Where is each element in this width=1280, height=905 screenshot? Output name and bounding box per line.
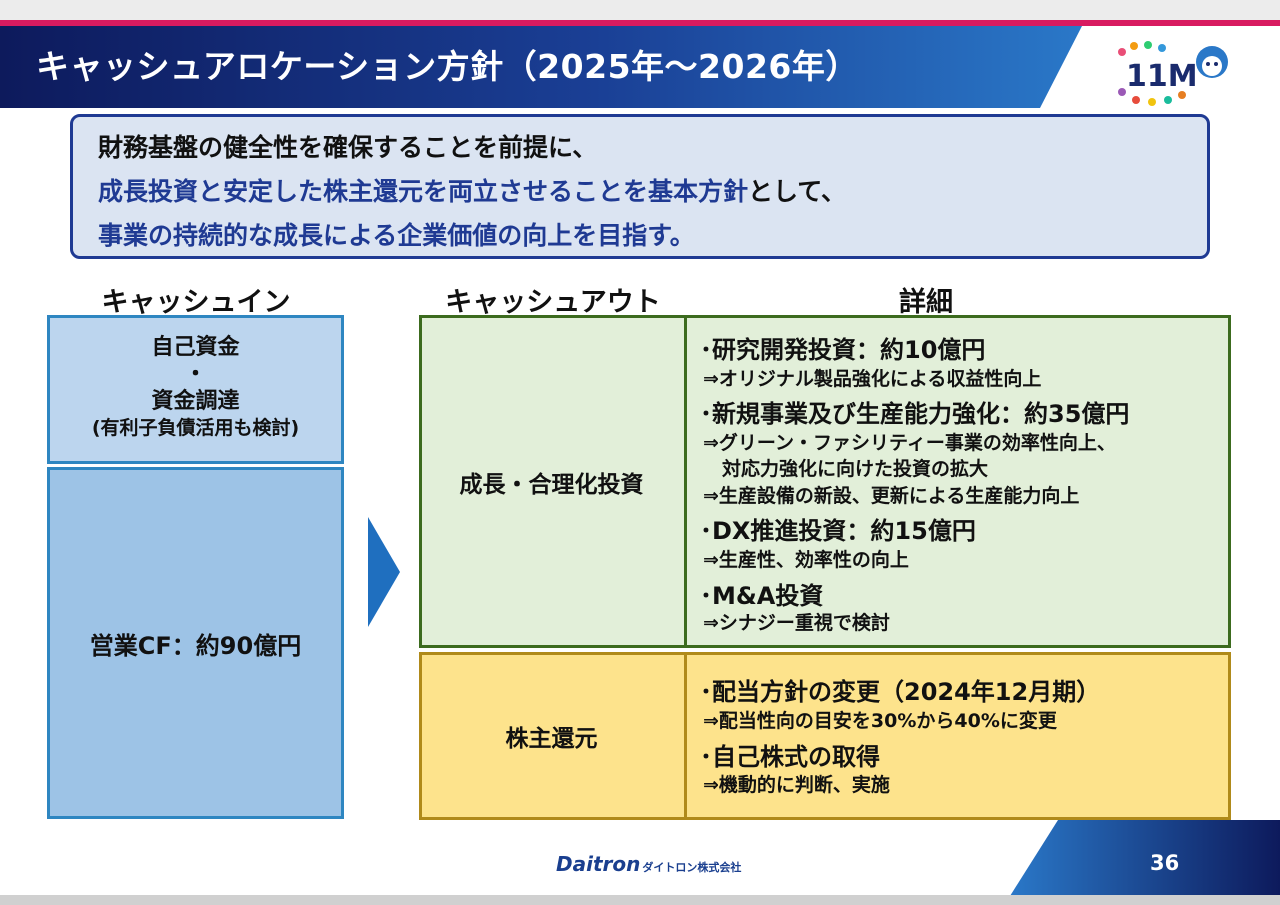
growth-item-detail: ⇒生産設備の新設、更新による生産能力向上 (703, 485, 1080, 507)
logo-text: 11M (1126, 59, 1198, 94)
growth-item-heading: ･DX推進投資：約15億円 (700, 517, 976, 545)
growth-item-detail: ⇒オリジナル製品強化による収益性向上 (703, 368, 1042, 390)
page-title: キャッシュアロケーション方針（2025年～2026年） (36, 47, 859, 86)
shareholder-item-detail: ⇒配当性向の目安を30%から40%に変更 (703, 710, 1057, 732)
title-bar (0, 26, 1082, 108)
growth-item-detail: ⇒シナジー重視で検討 (703, 612, 890, 634)
shareholder-divider (684, 652, 687, 820)
separator-dot: ・ (184, 362, 207, 387)
own-funds-label: 自己資金 (151, 335, 240, 360)
growth-divider (684, 315, 687, 648)
growth-item-detail: ⇒生産性、効率性の向上 (703, 549, 909, 571)
growth-item-heading: ･研究開発投資：約10億円 (700, 336, 986, 364)
operating-cf-box: 営業CF：約90億円 (47, 467, 344, 819)
summary-line-2-rest: として、 (748, 177, 847, 206)
footer-corner-shape (1010, 820, 1280, 896)
bottom-stripe (0, 895, 1280, 905)
top-stripe (0, 0, 1280, 20)
growth-investment-label: 成長・合理化投資 (459, 471, 644, 498)
operating-cf-label: 営業CF：約90億円 (89, 631, 302, 660)
growth-item-heading: ･M&A投資 (700, 582, 824, 610)
own-funds-box: 自己資金 ・ 資金調達 (有利子負債活用も検討) (47, 315, 344, 464)
growth-item-detail: ⇒グリーン・ファシリティー事業の効率性向上、 (703, 432, 1116, 454)
shareholder-item-heading: ･自己株式の取得 (700, 743, 880, 771)
financing-note: (有利子負債活用も検討) (91, 417, 300, 439)
cash-out-heading: キャッシュアウト (445, 287, 661, 318)
shareholder-return-label: 株主還元 (505, 726, 598, 752)
brand-subtitle: ダイトロン株式会社 (642, 861, 742, 874)
brand-wordmark: Daitron (556, 852, 641, 876)
summary-line-2: 成長投資と安定した株主還元を両立させることを基本方針として、 (98, 172, 846, 208)
cash-in-heading: キャッシュイン (101, 287, 291, 318)
growth-investment-box (419, 315, 1231, 648)
summary-line-3: 事業の持続的な成長による企業価値の向上を目指す。 (98, 221, 695, 250)
growth-item-heading: ･新規事業及び生産能力強化：約35億円 (700, 400, 1130, 428)
company-logo: 11M (1118, 41, 1228, 106)
detail-heading: 詳細 (899, 287, 953, 318)
summary-highlight: 成長投資と安定した株主還元を両立させることを基本方針 (98, 177, 749, 206)
shareholder-item-heading: ･配当方針の変更（2024年12月期） (700, 678, 1101, 706)
arrow-right-icon (368, 517, 400, 627)
page-number: 36 (1150, 851, 1180, 875)
shareholder-item-detail: ⇒機動的に判断、実施 (703, 774, 890, 796)
shareholder-return-box (419, 652, 1231, 820)
accent-stripe (0, 20, 1280, 26)
policy-summary-box (70, 114, 1210, 259)
growth-item-detail: 対応力強化に向けた投資の拡大 (703, 458, 989, 480)
financing-label: 資金調達 (151, 389, 240, 414)
summary-line-1: 財務基盤の健全性を確保することを前提に、 (98, 133, 598, 162)
